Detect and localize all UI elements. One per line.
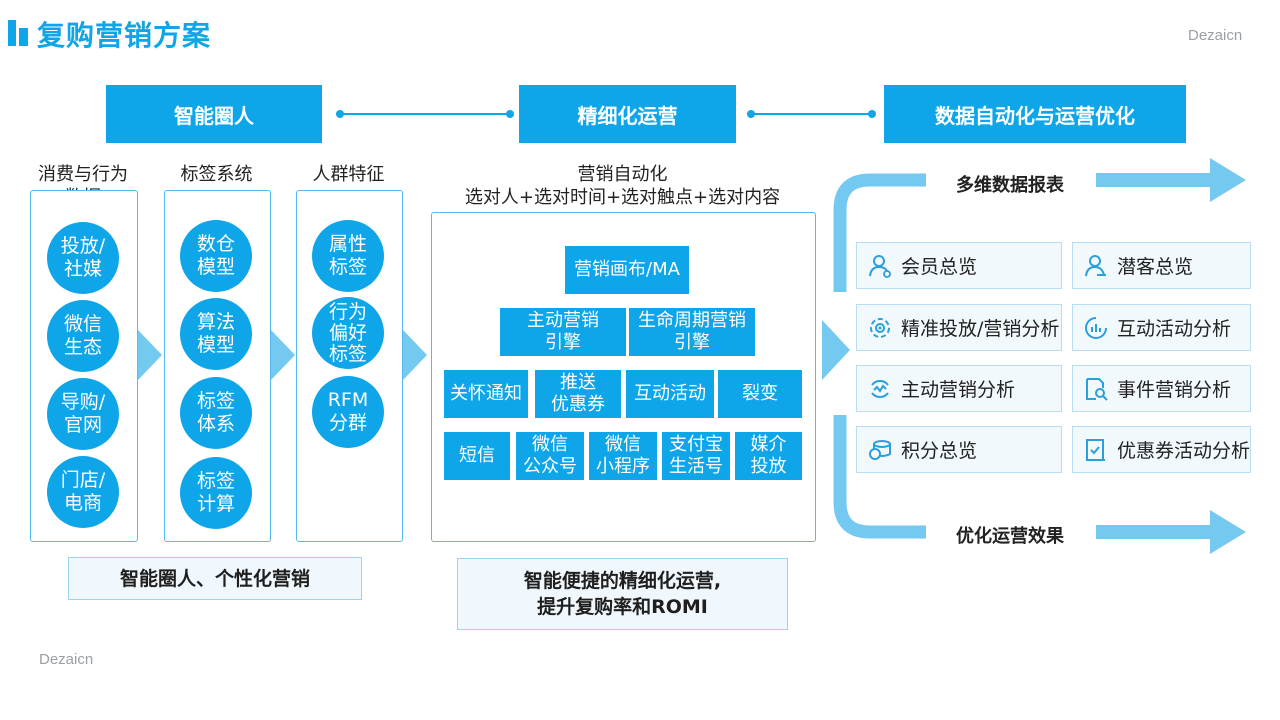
action-fission: 裂变 xyxy=(718,370,802,418)
card-label: 积分总览 xyxy=(901,440,978,462)
card-coupon-analysis: 优惠券活动分析 xyxy=(1072,426,1251,473)
report-bracket-arrows xyxy=(833,158,1246,554)
channel-mini-program: 微信 小程序 xyxy=(589,432,657,480)
card-member-overview: 会员总览 xyxy=(856,242,1062,289)
flow-chevron xyxy=(822,320,850,380)
card-interactive-analysis: 互动活动分析 xyxy=(1072,304,1251,351)
circle-ads-social: 投放/ 社媒 xyxy=(47,222,119,294)
connector-dot xyxy=(747,110,755,118)
action-interactive: 互动活动 xyxy=(626,370,714,418)
prospect-icon xyxy=(1085,254,1106,276)
column-title-tags: 标签系统 xyxy=(180,164,253,185)
card-label: 优惠券活动分析 xyxy=(1117,440,1251,462)
watermark-top: Dezaicn xyxy=(1188,27,1243,44)
circle-tag-compute: 标签 计算 xyxy=(180,457,252,529)
label-multi-reports: 多维数据报表 xyxy=(956,175,1064,196)
caption-refined-operation: 智能便捷的精细化运营, 提升复购率和ROMI xyxy=(457,558,788,630)
engine-lifecycle: 生命周期营销 引擎 xyxy=(629,308,755,356)
channel-wechat-official: 微信 公众号 xyxy=(516,432,584,480)
automation-subtitle: 选对人+选对时间+选对触点+选对内容 xyxy=(464,187,781,208)
title-accent-bar-small xyxy=(19,28,28,46)
circle-guide-website: 导购/ 官网 xyxy=(47,378,119,450)
circle-data-warehouse: 数仓 模型 xyxy=(180,220,252,292)
action-push-coupon: 推送 优惠券 xyxy=(535,370,621,418)
engine-active-marketing: 主动营销 引擎 xyxy=(500,308,626,356)
card-label: 潜客总览 xyxy=(1117,256,1194,278)
title-accent-bar xyxy=(8,20,16,46)
label-optimize: 优化运营效果 xyxy=(956,526,1064,547)
flow-chevron xyxy=(271,330,295,380)
automation-title: 营销自动化 xyxy=(577,164,668,185)
page-title: 复购营销方案 xyxy=(37,19,212,52)
watermark-bottom: Dezaicn xyxy=(39,651,94,668)
channel-sms: 短信 xyxy=(444,432,510,480)
card-label: 互动活动分析 xyxy=(1117,318,1232,340)
card-label: 会员总览 xyxy=(901,256,978,278)
connector-dot xyxy=(506,110,514,118)
circle-wechat: 微信 生态 xyxy=(47,300,119,372)
card-label: 精准投放/营销分析 xyxy=(901,318,1060,340)
circle-store-ecommerce: 门店/ 电商 xyxy=(47,456,119,528)
coupon-icon xyxy=(1086,438,1105,461)
header-refined-operation: 精细化运营 xyxy=(519,85,736,143)
connector-dot xyxy=(336,110,344,118)
flow-chevron xyxy=(138,330,162,380)
card-prospect-overview: 潜客总览 xyxy=(1072,242,1251,289)
target-icon xyxy=(870,317,890,338)
caption-smart-targeting: 智能圈人、个性化营销 xyxy=(68,557,362,600)
member-icon xyxy=(869,254,891,278)
circle-behavior-tags: 行为 偏好 标签 xyxy=(312,297,384,369)
card-label: 事件营销分析 xyxy=(1117,379,1232,401)
column-title-audience: 人群特征 xyxy=(312,164,385,185)
header-data-automation: 数据自动化与运营优化 xyxy=(884,85,1186,143)
card-precise-ads: 精准投放/营销分析 xyxy=(856,304,1062,351)
card-event-marketing: 事件营销分析 xyxy=(1072,365,1251,412)
channel-alipay: 支付宝 生活号 xyxy=(662,432,730,480)
card-label: 主动营销分析 xyxy=(901,379,1016,401)
card-active-marketing: 主动营销分析 xyxy=(856,365,1062,412)
marketing-icon xyxy=(871,379,889,398)
header-smart-targeting: 智能圈人 xyxy=(106,85,322,143)
connector-line xyxy=(341,113,511,115)
search-doc-icon xyxy=(1086,377,1108,401)
coin-icon xyxy=(869,439,891,460)
circle-tag-system: 标签 体系 xyxy=(180,377,252,449)
circle-attribute-tags: 属性 标签 xyxy=(312,220,384,292)
circle-algorithm: 算法 模型 xyxy=(180,298,252,370)
action-care-notice: 关怀通知 xyxy=(444,370,528,418)
flow-chevron xyxy=(403,330,427,380)
connector-dot xyxy=(868,110,876,118)
circle-rfm: RFM 分群 xyxy=(312,376,384,448)
channel-media: 媒介 投放 xyxy=(735,432,802,480)
chart-icon xyxy=(1085,316,1107,339)
connector-line xyxy=(752,113,874,115)
ma-canvas: 营销画布/MA xyxy=(565,246,689,294)
card-points-overview: 积分总览 xyxy=(856,426,1062,473)
